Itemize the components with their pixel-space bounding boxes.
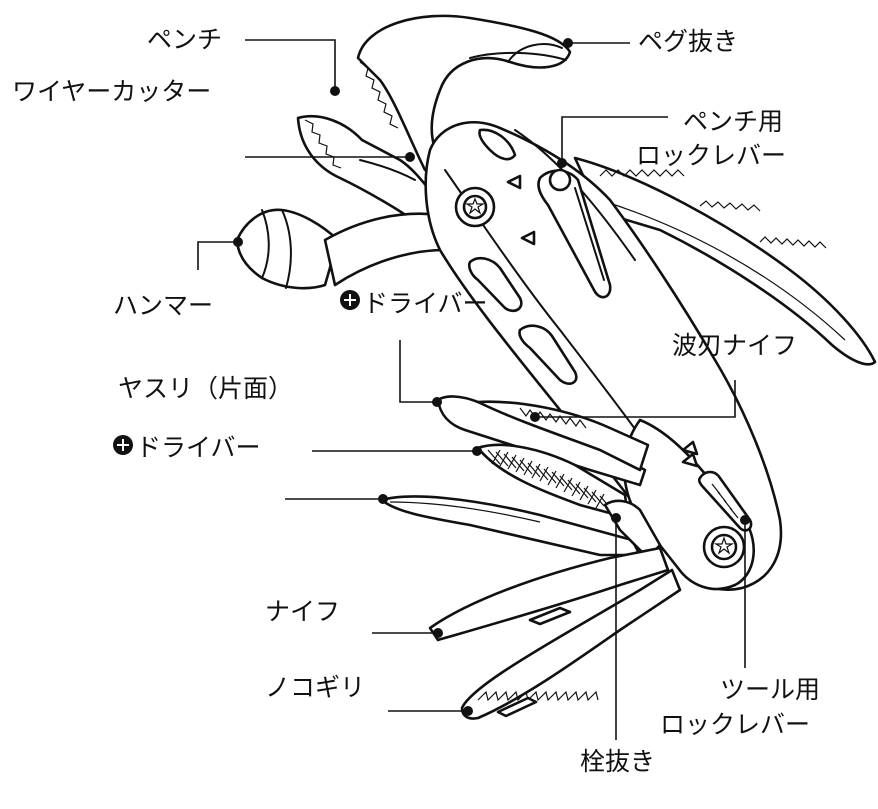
label-phillips-driver-top: ドライバー (363, 289, 488, 318)
body-slot-1 (478, 128, 517, 161)
tool-lock-lever (697, 470, 753, 532)
top-pivot-screw (454, 186, 496, 228)
leader-phillips-driver-top (399, 340, 437, 403)
leader-pliers (245, 39, 336, 90)
handle-serration (599, 169, 827, 249)
leader-lines (197, 39, 746, 740)
label-cork-puller: 栓抜き (580, 747, 655, 776)
label-plier-lock-2: ロックレバー (636, 141, 786, 170)
label-wire-cutter: ワイヤーカッター (12, 77, 211, 106)
flat-driver-blade (380, 495, 642, 557)
multitool-illustration (235, 14, 877, 720)
unlock-icon (681, 440, 699, 456)
flat-head-icon (113, 435, 133, 455)
labels: ペンチ ワイヤーカッター ハンマー ドライバー ヤスリ（片面） ドライバー ナイ… (12, 25, 820, 776)
peg-puller-handle (573, 156, 877, 366)
label-hammer: ハンマー (113, 291, 213, 320)
body-slot-3 (518, 324, 578, 385)
leader-hammer (197, 241, 238, 270)
label-tool-lock-1: ツール用 (720, 675, 820, 704)
leader-serrated-knife (535, 380, 736, 418)
label-tool-lock-2: ロックレバー (660, 710, 810, 739)
label-serrated-knife: 波刃ナイフ (672, 331, 797, 360)
lock-lever-icon (506, 174, 522, 190)
serrated-knife-blade (476, 400, 650, 472)
leader-plier-lock (561, 116, 668, 163)
label-plier-lock-1: ペンチ用 (683, 107, 783, 136)
saw-blade (460, 568, 682, 720)
body-slot-2 (467, 256, 523, 313)
phillips-driver-blade (436, 395, 647, 487)
anchor-dots (233, 38, 750, 716)
label-flat-driver: ドライバー (136, 433, 261, 462)
label-pliers: ペンチ (147, 25, 222, 54)
label-saw: ノコギリ (265, 673, 365, 702)
bottom-pivot-screw (702, 525, 746, 569)
hammer-head (235, 208, 340, 290)
upper-jaw (356, 14, 572, 172)
label-file: ヤスリ（片面） (118, 374, 293, 403)
label-peg-puller: ペグ抜き (638, 27, 738, 56)
label-knife: ナイフ (265, 597, 340, 626)
knife-blade (428, 546, 670, 642)
phillips-head-icon (340, 290, 360, 310)
jaw-teeth (359, 61, 399, 129)
